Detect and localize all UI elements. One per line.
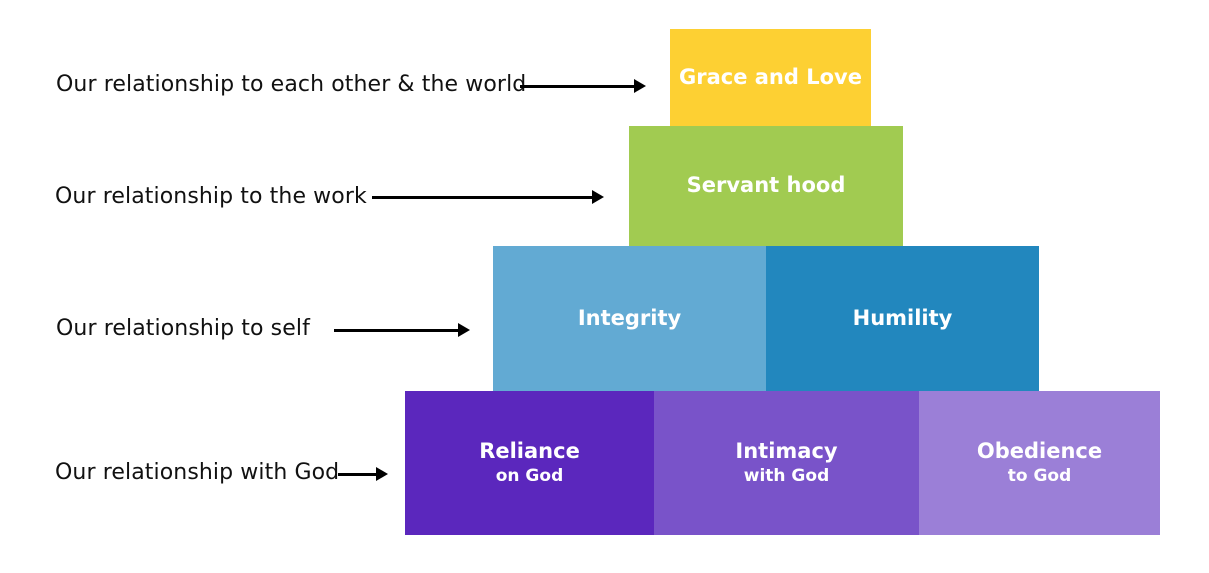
- row-label-god: Our relationship with God: [55, 460, 340, 485]
- block-reliance: Reliance on God: [405, 391, 654, 535]
- arrow-god: [338, 467, 388, 481]
- arrow-work: [372, 190, 604, 204]
- arrow-self: [334, 323, 470, 337]
- block-title: Servant hood: [686, 173, 846, 198]
- block-title: Reliance: [479, 439, 580, 464]
- block-humility: Humility: [766, 246, 1039, 391]
- block-intimacy: Intimacy with God: [654, 391, 919, 535]
- block-subtitle: to God: [1007, 465, 1072, 486]
- row-label-work: Our relationship to the work: [55, 184, 367, 209]
- row-label-world: Our relationship to each other & the wor…: [56, 72, 527, 97]
- block-title: Intimacy: [735, 439, 838, 464]
- arrow-world: [520, 79, 646, 93]
- block-title: Humility: [852, 305, 953, 330]
- block-subtitle: on God: [495, 465, 564, 486]
- block-subtitle: with God: [743, 465, 830, 486]
- block-title: Grace and Love: [679, 64, 862, 89]
- block-integrity: Integrity: [493, 246, 766, 391]
- block-title: Integrity: [577, 305, 682, 330]
- block-grace-and-love: Grace and Love: [670, 29, 871, 126]
- block-title: Obedience: [976, 439, 1103, 464]
- row-label-self: Our relationship to self: [56, 316, 310, 341]
- block-obedience: Obedience to God: [919, 391, 1160, 535]
- block-servant-hood: Servant hood: [629, 126, 903, 246]
